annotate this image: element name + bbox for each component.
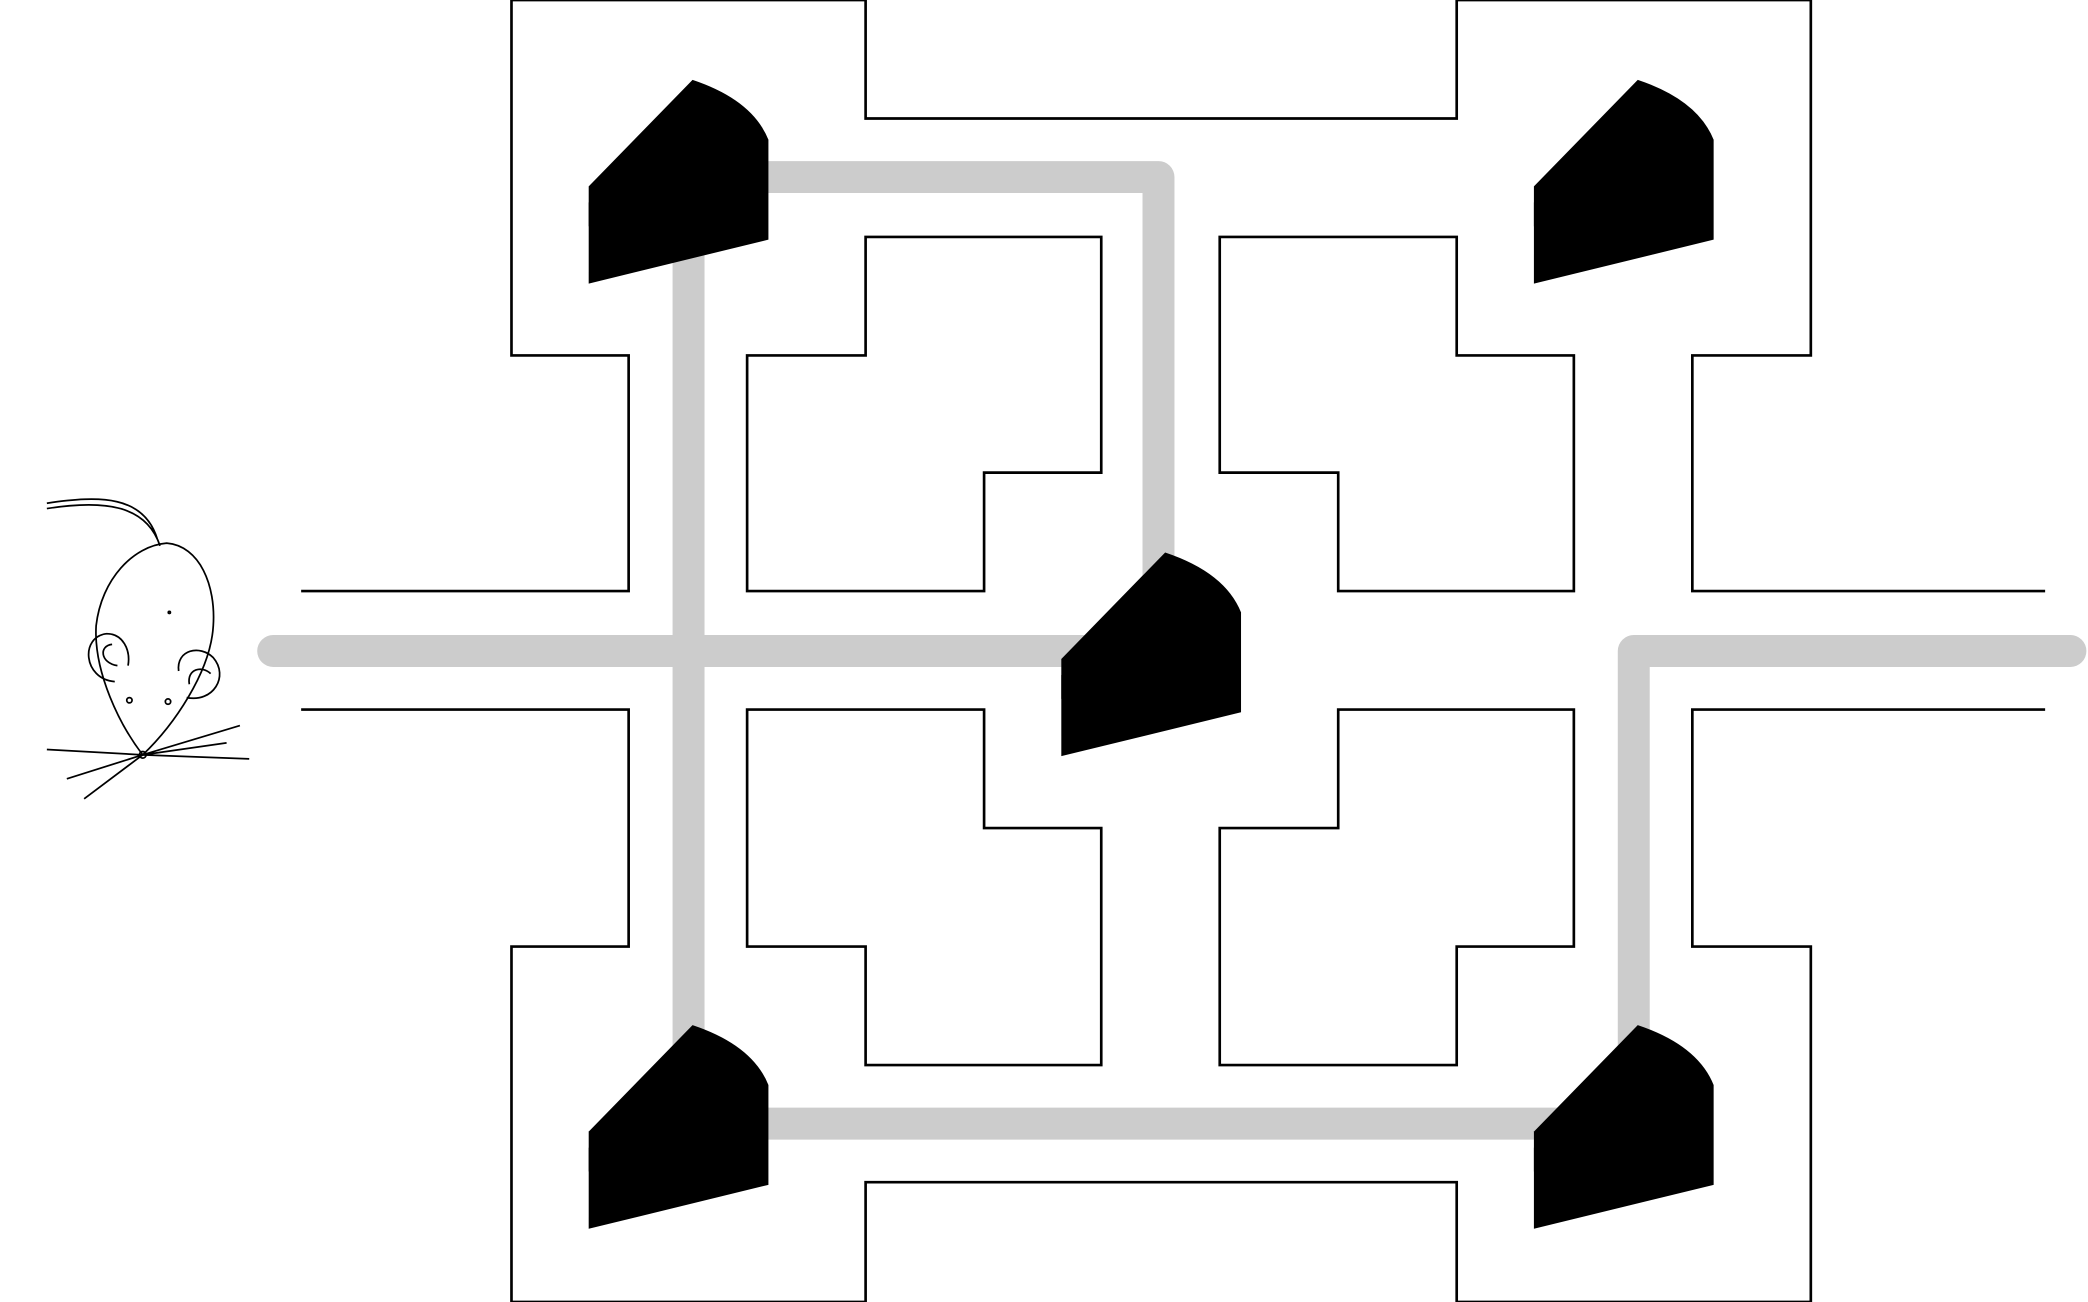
cheese-icon — [1533, 79, 1714, 284]
outer-wall-top — [301, 0, 2046, 593]
cheese-icon — [1533, 1025, 1714, 1229]
inner-block-bottom-right — [1218, 708, 1576, 1067]
cheese-icon — [1061, 552, 1242, 757]
cheese-icon — [588, 1025, 769, 1229]
mouse-icon — [46, 498, 250, 800]
outer-wall-bottom — [301, 708, 2046, 1302]
inner-block-top-right — [1218, 235, 1576, 593]
cheese-icon — [588, 79, 769, 284]
inner-block-top-left — [745, 235, 1103, 593]
maze-walls — [301, 0, 2046, 1302]
inner-block-bottom-left — [745, 708, 1103, 1067]
